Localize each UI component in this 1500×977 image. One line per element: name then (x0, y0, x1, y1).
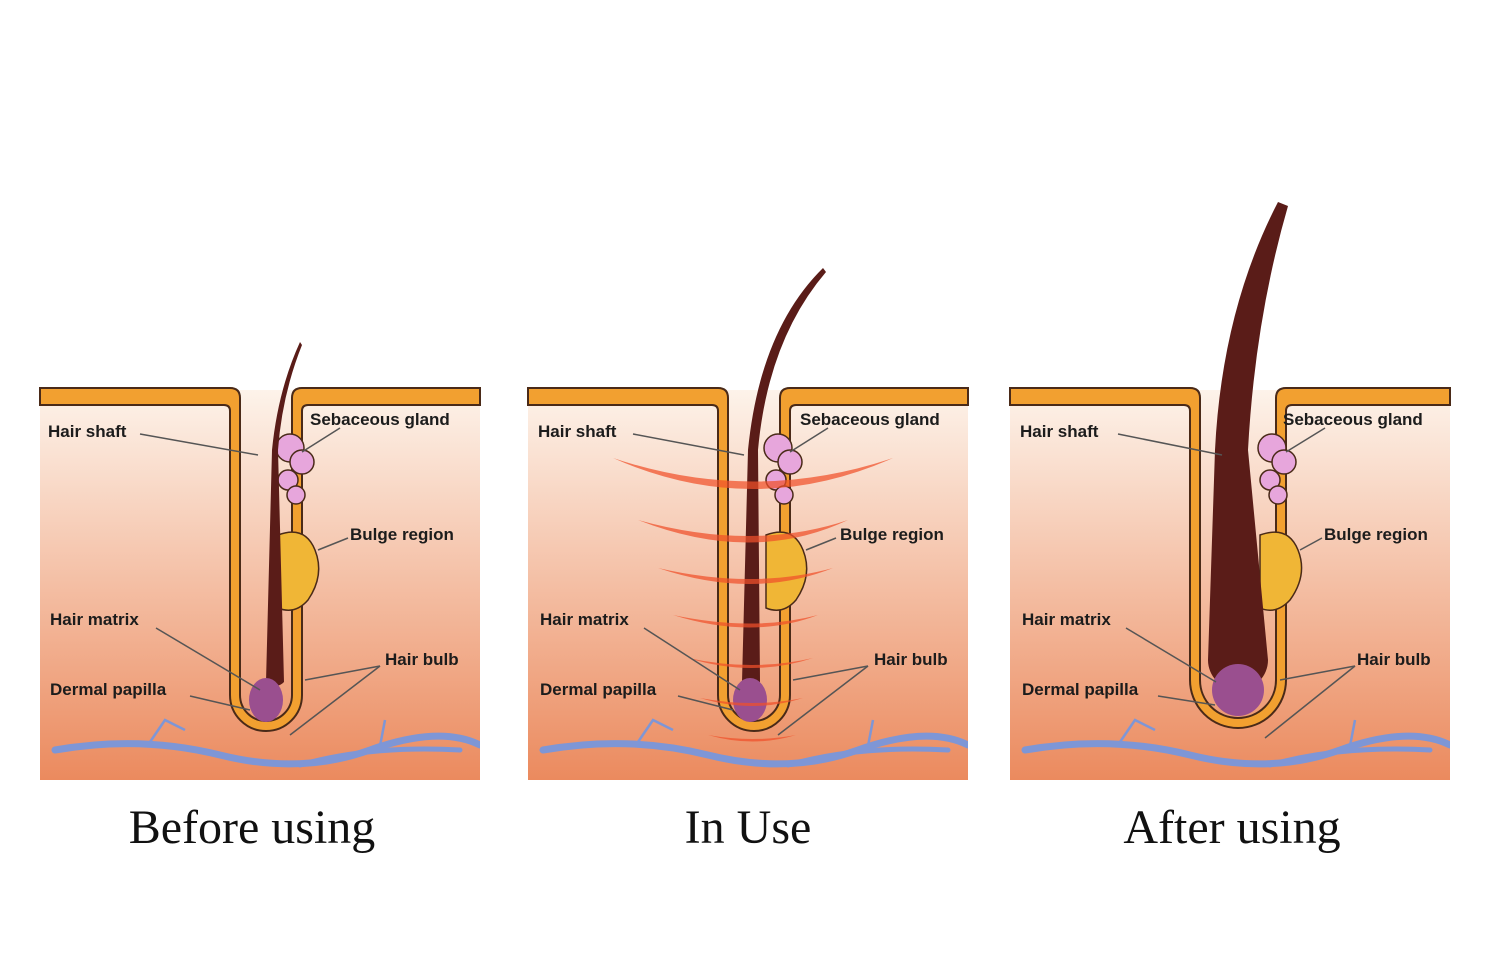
label-dermal-papilla: Dermal papilla (50, 680, 167, 699)
epidermis (527, 387, 969, 732)
label-sebaceous-gland: Sebaceous gland (1283, 410, 1423, 429)
label-hair-shaft: Hair shaft (1020, 422, 1099, 441)
sebaceous-gland (1257, 433, 1297, 505)
bulge-region (1259, 531, 1303, 611)
leader-lines (1117, 427, 1356, 739)
leader-lines (139, 427, 381, 736)
panel-before: Hair shaft Sebaceous gland Bulge region … (39, 190, 481, 790)
follicle-diagram-before (39, 342, 481, 780)
heat-waves (613, 458, 893, 742)
label-hair-shaft: Hair shaft (538, 422, 617, 441)
bulge-region (277, 531, 320, 611)
caption-before: Before using (128, 801, 376, 854)
hair-shaft (742, 268, 826, 687)
vessel-branches (636, 718, 875, 747)
blood-vessels (51, 732, 480, 768)
label-hair-shaft: Hair shaft (48, 422, 127, 441)
label-bulge-region: Bulge region (1324, 525, 1428, 544)
vessel-branches (148, 718, 387, 747)
label-sebaceous-gland: Sebaceous gland (310, 410, 450, 429)
panel-after: Hair shaft Sebaceous gland Bulge region … (1009, 190, 1451, 790)
label-bulge-region: Bulge region (350, 525, 454, 544)
caption-in-use: In Use (684, 801, 812, 854)
label-dermal-papilla: Dermal papilla (540, 680, 657, 699)
label-hair-bulb: Hair bulb (385, 650, 459, 669)
dermal-papilla (249, 678, 283, 722)
hair-shaft (1208, 202, 1288, 690)
follicle-diagram-in-use (527, 268, 969, 780)
label-hair-matrix: Hair matrix (1022, 610, 1111, 629)
label-hair-bulb: Hair bulb (874, 650, 948, 669)
dermal-papilla (733, 678, 767, 722)
label-sebaceous-gland: Sebaceous gland (800, 410, 940, 429)
dermal-papilla (1212, 664, 1264, 716)
blood-vessels (1021, 732, 1450, 768)
blood-vessels (539, 732, 968, 768)
caption-after: After using (1123, 801, 1341, 854)
vessel-branches (1118, 718, 1357, 747)
label-hair-matrix: Hair matrix (540, 610, 629, 629)
epidermis (1009, 387, 1451, 729)
label-hair-matrix: Hair matrix (50, 610, 139, 629)
sebaceous-gland (275, 433, 315, 505)
follicle-diagram-after (1009, 202, 1451, 780)
label-bulge-region: Bulge region (840, 525, 944, 544)
label-hair-bulb: Hair bulb (1357, 650, 1431, 669)
label-dermal-papilla: Dermal papilla (1022, 680, 1139, 699)
panel-in-use: Hair shaft Sebaceous gland Bulge region … (527, 190, 969, 790)
leader-lines (632, 427, 869, 736)
hair-shaft (266, 342, 302, 687)
